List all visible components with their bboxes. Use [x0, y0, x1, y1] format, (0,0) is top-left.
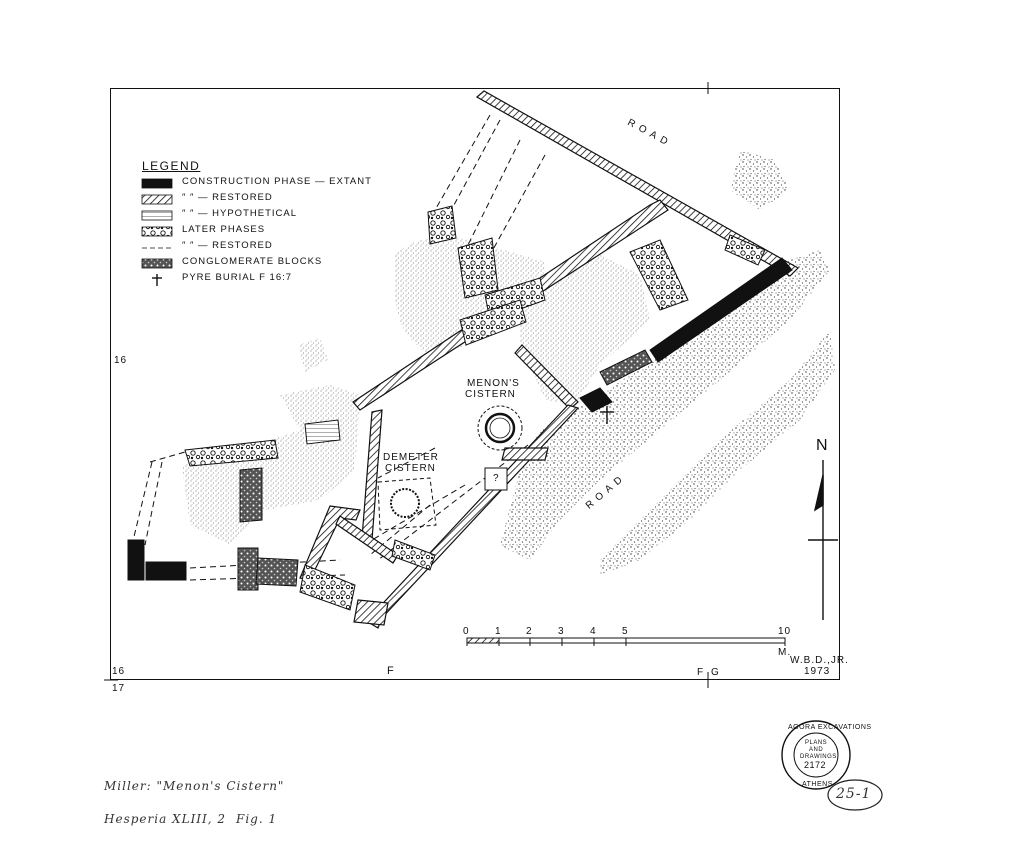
unknown-marker: ?: [493, 473, 500, 484]
ref-circle: [827, 779, 883, 811]
scale-tick-3: 3: [558, 626, 565, 637]
caption-author-title: Miller: "Menon's Cistern": [104, 779, 285, 793]
stamp-outer-top: AGORA EXCAVATIONS: [788, 724, 872, 731]
stamp-line-2: AND: [809, 747, 824, 753]
grid-col-fg-f: F: [697, 667, 705, 678]
ref-number: 25-1: [836, 786, 872, 802]
scale-tick-5: 5: [622, 626, 629, 637]
menon-label-1: MENON'S: [467, 378, 520, 389]
scale-bar: [466, 637, 786, 646]
archive-stamp: [781, 720, 851, 790]
scale-unit: M.: [778, 647, 792, 658]
scale-tick-2: 2: [526, 626, 533, 637]
stamp-line-1: PLANS: [805, 740, 828, 746]
credit-year: 1973: [804, 666, 831, 677]
legend-swatches: [141, 178, 173, 286]
demeter-label-2: CISTERN: [385, 463, 436, 474]
caption-journal: Hesperia XLIII, 2: [104, 812, 227, 826]
grid-col-f: F: [387, 665, 395, 677]
grid-row-17: 17: [112, 683, 126, 694]
credit-author: W.B.D.,JR.: [790, 655, 849, 666]
grid-row-16b: 16: [112, 666, 126, 677]
stamp-line-3: DRAWINGS: [800, 754, 837, 760]
grid-row-16: 16: [114, 355, 128, 366]
caption-figure: Fig. 1: [236, 812, 278, 826]
scale-tick-0: 0: [463, 626, 470, 637]
pyre-burial-cross: [600, 406, 614, 424]
demeter-label-1: DEMETER: [383, 452, 439, 463]
menon-label-2: CISTERN: [465, 389, 516, 400]
map-frame: [110, 88, 840, 680]
demeter-cistern: [377, 477, 437, 531]
legend-title: LEGEND: [142, 159, 201, 173]
stamp-number: 2172: [804, 760, 827, 770]
north-label: N: [816, 437, 829, 454]
scale-tick-1: 1: [495, 626, 502, 637]
grid-col-fg-g: G: [711, 667, 720, 678]
scale-tick-4: 4: [590, 626, 597, 637]
north-arrow: [808, 460, 838, 620]
stamp-outer-bottom: ATHENS: [802, 781, 833, 788]
menon-cistern: [477, 405, 523, 451]
scale-tick-10: 10: [778, 626, 792, 637]
